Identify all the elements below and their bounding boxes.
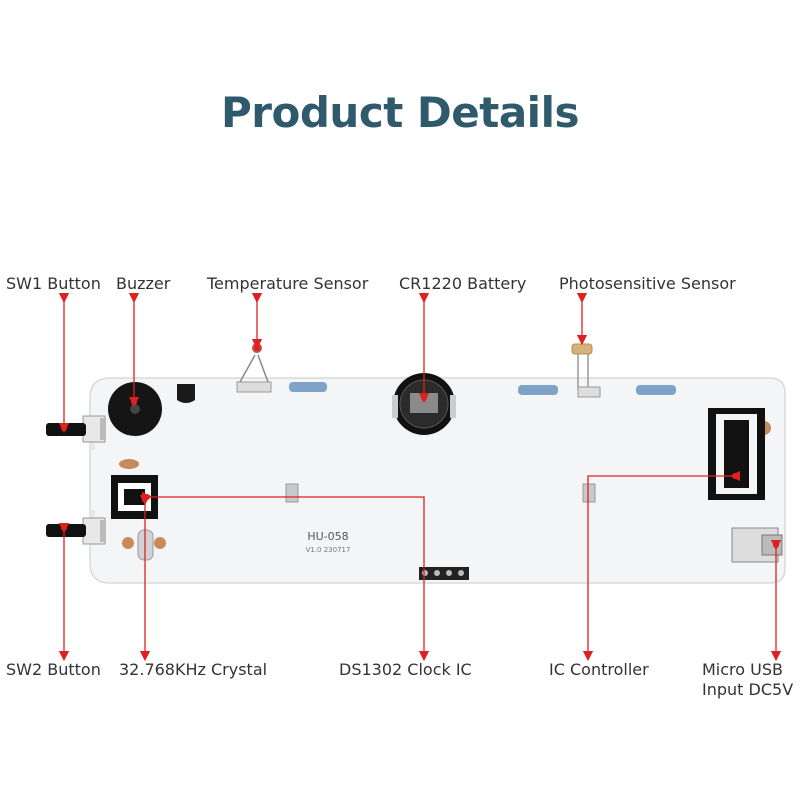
battery-label: CR1220 Battery — [399, 274, 527, 293]
pointer-dots — [61, 345, 779, 548]
sw2-button-label: SW2 Button — [6, 660, 101, 679]
buzzer-label: Buzzer — [116, 274, 171, 293]
capacitor — [122, 537, 134, 549]
micro-usb-label: Micro USB — [702, 660, 783, 679]
board-version: V1.0 230717 — [306, 546, 351, 554]
pad — [285, 483, 299, 503]
capacitor — [119, 459, 139, 469]
sw1-button — [46, 415, 106, 443]
temperature-sensor-label: Temperature Sensor — [207, 274, 369, 293]
temperature-sensor — [236, 343, 272, 393]
resistor-r3 — [636, 385, 676, 395]
pad — [582, 483, 596, 503]
sw2-button — [46, 517, 106, 545]
buzzer — [108, 382, 162, 436]
ic-controller-socket — [708, 408, 765, 500]
ic-controller-label: IC Controller — [549, 660, 649, 679]
board-model: HU-058 — [307, 530, 348, 543]
pointer-lines — [58, 292, 782, 662]
photosensitive-sensor-label: Photosensitive Sensor — [559, 274, 736, 293]
pin-header — [419, 567, 469, 580]
photosensitive-sensor — [571, 343, 601, 398]
resistor-r2 — [518, 385, 558, 395]
input-dc5v-label: Input DC5V — [702, 680, 794, 699]
sw1-button-label: SW1 Button — [6, 274, 101, 293]
clock-ic-label: DS1302 Clock IC — [339, 660, 472, 679]
page-title: Product Details — [221, 88, 579, 137]
capacitor — [154, 537, 166, 549]
crystal-label: 32.768KHz Crystal — [119, 660, 268, 679]
resistor-r1 — [289, 382, 327, 392]
transistor — [177, 384, 195, 403]
